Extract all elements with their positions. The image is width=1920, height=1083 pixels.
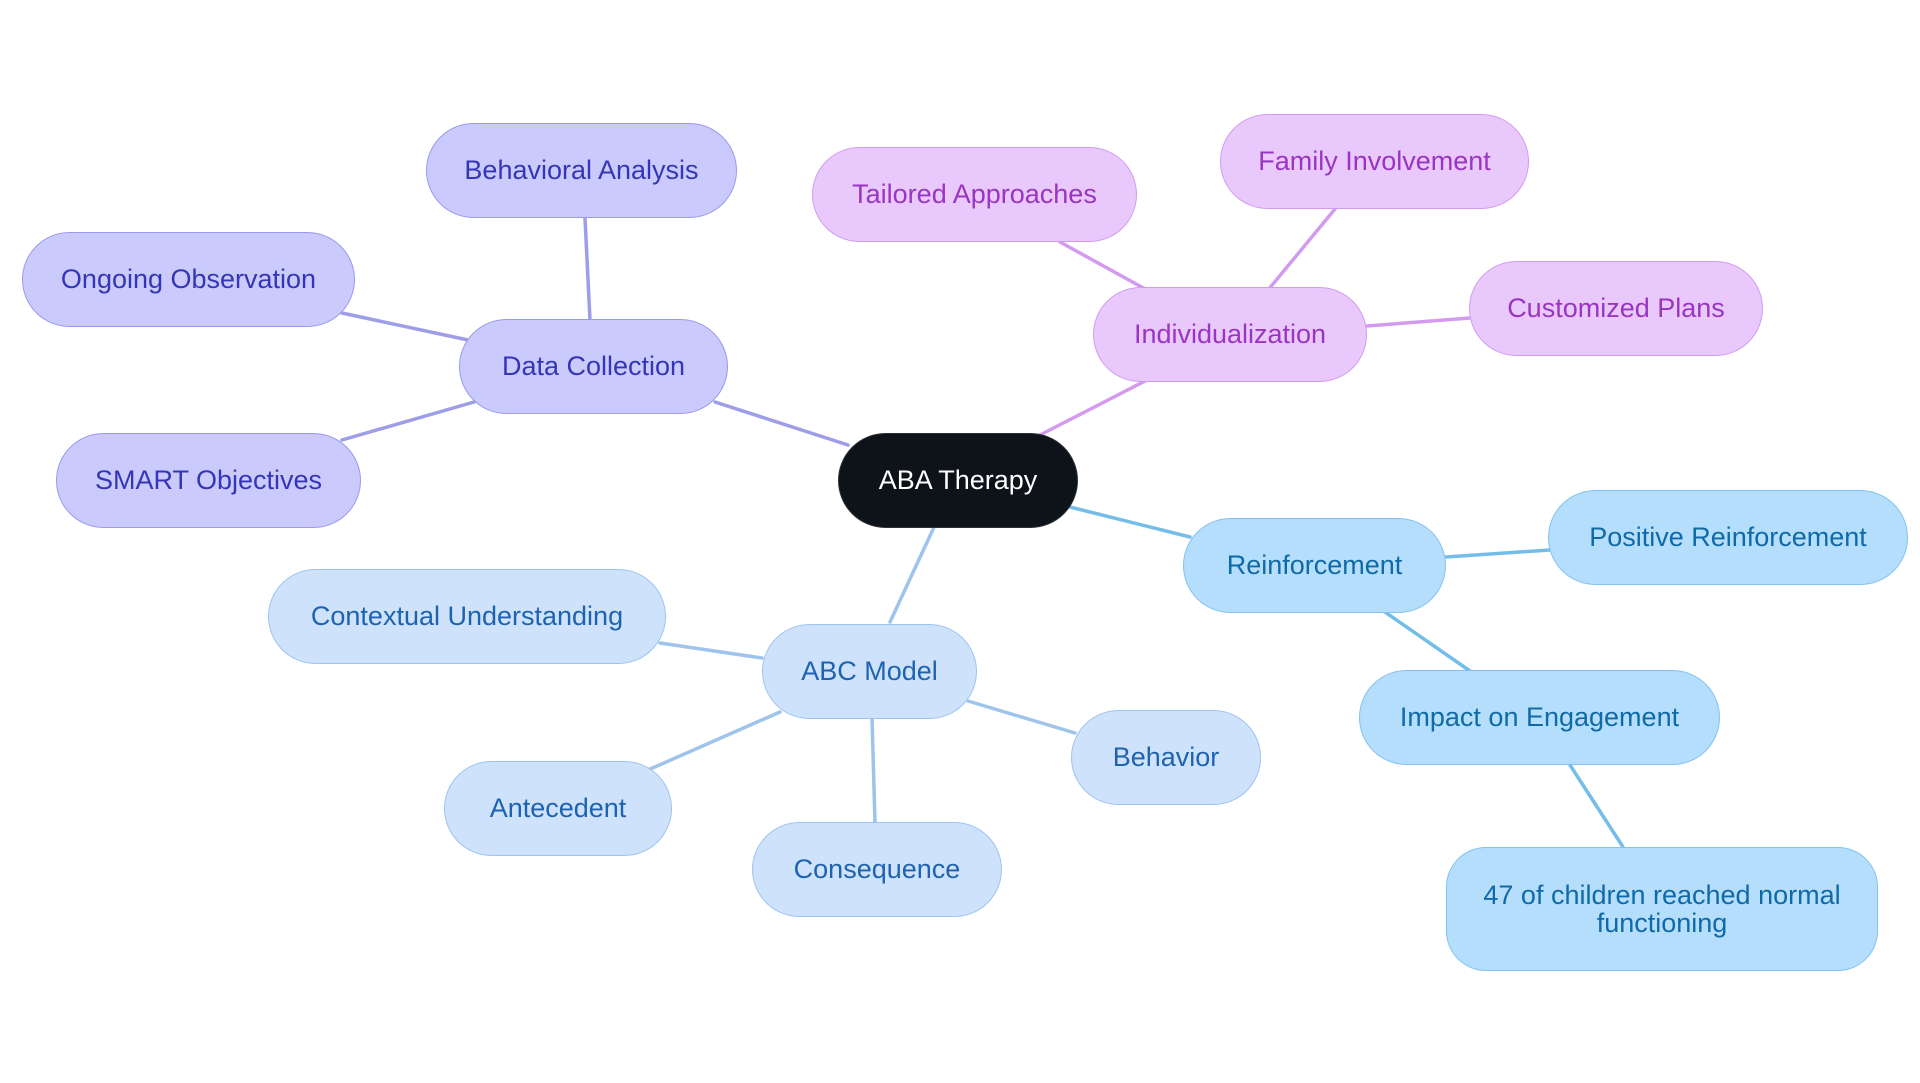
edge-reinf-impact <box>1383 610 1472 673</box>
node-contextual-understanding[interactable]: Contextual Understanding <box>268 569 666 664</box>
edge-indiv-family <box>1266 207 1337 292</box>
edge-indiv-tailored <box>1058 240 1149 292</box>
edge-root-data <box>713 400 850 447</box>
node-customized-plans[interactable]: Customized Plans <box>1469 261 1763 356</box>
node-impact-on-engagement[interactable]: Impact on Engagement <box>1359 670 1720 765</box>
node-reinforcement[interactable]: Reinforcement <box>1183 518 1446 613</box>
edge-impact-47 <box>1568 763 1625 849</box>
edge-data-ongoing <box>340 311 470 342</box>
root-node[interactable]: ABA Therapy <box>838 433 1078 528</box>
node-family-involvement[interactable]: Family Involvement <box>1220 114 1529 209</box>
edge-data-smart <box>340 400 476 442</box>
node-positive-reinforcement[interactable]: Positive Reinforcement <box>1548 490 1908 585</box>
edge-abc-antecedent <box>646 710 782 772</box>
node-behavioral-analysis[interactable]: Behavioral Analysis <box>426 123 737 218</box>
node-tailored-approaches[interactable]: Tailored Approaches <box>812 147 1137 242</box>
node-individualization[interactable]: Individualization <box>1093 287 1367 382</box>
edge-abc-behavior <box>966 699 1077 735</box>
edge-indiv-customized <box>1365 316 1472 328</box>
edge-reinf-positive <box>1444 548 1552 559</box>
edge-data-behavioral <box>583 216 592 322</box>
node-behavior[interactable]: Behavior <box>1071 710 1261 805</box>
node-ongoing-observation[interactable]: Ongoing Observation <box>22 232 355 327</box>
node-data-collection[interactable]: Data Collection <box>459 319 728 414</box>
node-abc-model[interactable]: ABC Model <box>762 624 977 719</box>
edge-root-abc <box>888 523 937 624</box>
node-47-children-normal-functioning[interactable]: 47 of children reached normal functionin… <box>1446 847 1878 971</box>
edge-abc-contextual <box>658 641 764 660</box>
node-antecedent[interactable]: Antecedent <box>444 761 672 856</box>
node-consequence[interactable]: Consequence <box>752 822 1002 917</box>
node-smart-objectives[interactable]: SMART Objectives <box>56 433 361 528</box>
edge-root-reinf <box>1068 505 1192 539</box>
edge-root-indiv <box>1038 378 1149 437</box>
edge-abc-consequence <box>870 716 877 825</box>
